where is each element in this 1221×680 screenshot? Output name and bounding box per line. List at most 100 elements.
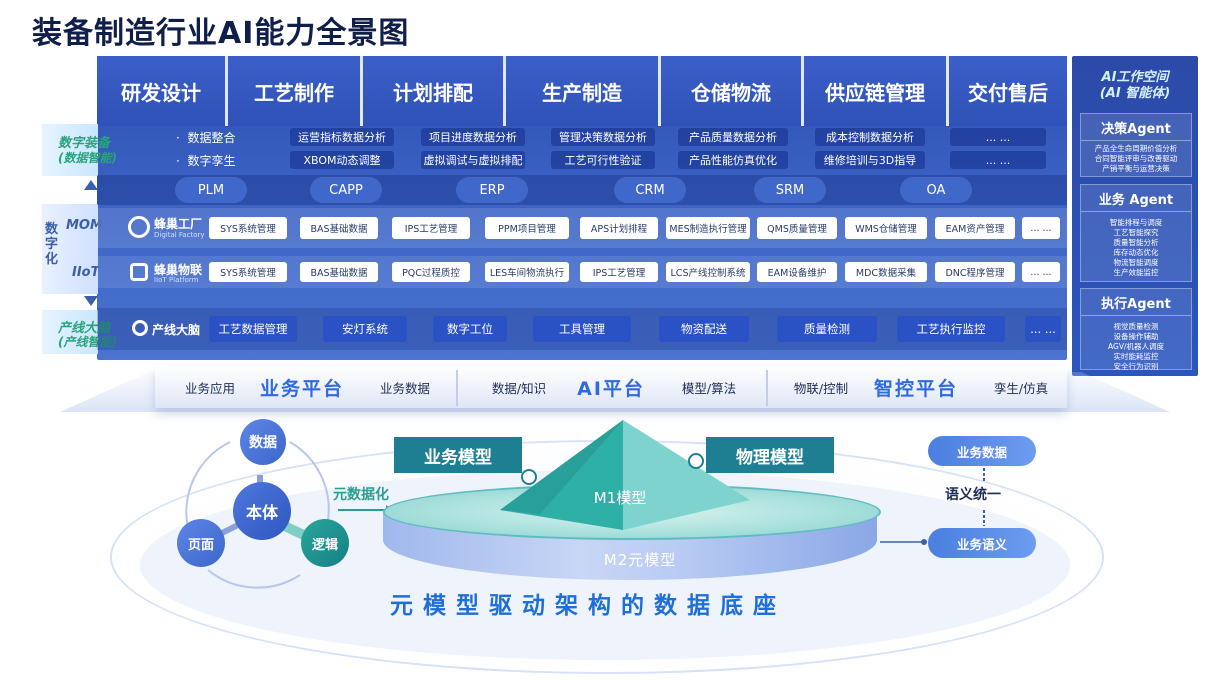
control-platform[interactable]: 智控平台 xyxy=(873,377,958,400)
brain-logo-title: 产线大脑 xyxy=(152,323,201,337)
capability-chip[interactable]: 运营指标数据分析 xyxy=(290,128,394,146)
iiot-module-chip[interactable]: DNC程序管理 xyxy=(935,262,1015,282)
mom-logo-sub: Digital Factory xyxy=(154,231,205,239)
iiot-module-chip[interactable]: PQC过程质控 xyxy=(392,262,470,282)
iiot-more-chip[interactable]: ... ... xyxy=(1022,262,1060,282)
m1-model-label: M1模型 xyxy=(593,489,647,507)
mom-side-label: MOM xyxy=(66,218,103,233)
column-supply-chain[interactable]: 供应链管理 xyxy=(804,56,949,126)
capability-chip[interactable]: ... ... xyxy=(950,128,1046,146)
ontology-page-node[interactable]: 页面 xyxy=(177,519,225,567)
iiot-module-chip[interactable]: BAS基础数据 xyxy=(300,262,378,282)
m1-pyramid xyxy=(500,420,750,530)
column-rd-design[interactable]: 研发设计 xyxy=(97,56,228,126)
agent-capability: 合同智能评审与改善驱动 xyxy=(1094,154,1178,163)
iiot-module-chip[interactable]: SYS系统管理 xyxy=(209,262,287,282)
semantic-connector xyxy=(880,539,927,545)
business-platform[interactable]: 业务平台 xyxy=(259,377,344,400)
agent-capability: 智能排程与调度 xyxy=(1109,218,1163,227)
brain-more-chip[interactable]: ... ... xyxy=(1025,316,1061,342)
platform-business-left: 业务应用 xyxy=(184,380,235,396)
system-plm[interactable]: PLM xyxy=(175,177,247,203)
system-erp[interactable]: ERP xyxy=(456,177,528,203)
mom-module-chip[interactable]: WMS仓储管理 xyxy=(845,217,927,239)
decision-agent-card[interactable]: 决策Agent 产品全生命周期价值分析 合同智能评审与改善驱动 产销平衡与运营决… xyxy=(1080,113,1192,177)
mom-module-chip[interactable]: PPM项目管理 xyxy=(485,217,569,239)
capability-chip[interactable]: 项目进度数据分析 xyxy=(421,128,525,146)
iiot-module-chip[interactable]: IPS工艺管理 xyxy=(580,262,658,282)
physical-model-anchor-icon xyxy=(688,453,704,469)
mom-module-chip[interactable]: EAM资产管理 xyxy=(935,217,1015,239)
physical-model-tag[interactable]: 物理模型 xyxy=(706,437,834,473)
agent-capability: 实时能耗监控 xyxy=(1113,352,1159,361)
agent-capability: 产销平衡与运营决策 xyxy=(1102,164,1170,173)
brain-logo-icon xyxy=(132,320,148,336)
column-production[interactable]: 生产制造 xyxy=(506,56,661,126)
capability-chip[interactable]: 维修培训与3D指导 xyxy=(815,151,925,169)
agent-capability: 库存动态优化 xyxy=(1113,248,1159,257)
ai-workspace-title: AI工作空间 xyxy=(1101,70,1169,85)
capability-chip[interactable]: 管理决策数据分析 xyxy=(551,128,655,146)
ontology-data-node[interactable]: 数据 xyxy=(240,419,286,465)
system-crm[interactable]: CRM xyxy=(614,177,686,203)
capability-chip[interactable]: 虚拟调试与虚拟排配 xyxy=(421,151,525,169)
brain-module-chip[interactable]: 物资配送 xyxy=(659,316,749,342)
business-agent-card[interactable]: 业务 Agent 智能排程与调度 工艺智能探究 质量智能分析 库存动态优化 物流… xyxy=(1080,184,1192,282)
arrow-down-icon xyxy=(84,296,98,306)
brain-module-chip[interactable]: 工艺执行监控 xyxy=(897,316,1005,342)
ai-platform[interactable]: AI平台 xyxy=(577,377,645,400)
capability-chip[interactable]: 产品质量数据分析 xyxy=(678,128,788,146)
column-warehouse[interactable]: 仓储物流 xyxy=(661,56,804,126)
mom-module-chip[interactable]: BAS基础数据 xyxy=(300,217,378,239)
arrow-up-icon xyxy=(84,180,98,190)
capability-chip[interactable]: XBOM动态调整 xyxy=(290,151,394,169)
system-capp[interactable]: CAPP xyxy=(310,177,382,203)
capability-chip[interactable]: 工艺可行性验证 xyxy=(551,151,655,169)
brain-module-chip[interactable]: 质量检测 xyxy=(777,316,877,342)
system-oa[interactable]: OA xyxy=(900,177,972,203)
column-after-sales[interactable]: 交付售后 xyxy=(949,56,1067,126)
mom-module-chip[interactable]: SYS系统管理 xyxy=(209,217,287,239)
iiot-module-chip[interactable]: LES车间物流执行 xyxy=(485,262,569,282)
mom-module-chip[interactable]: APS计划排程 xyxy=(580,217,658,239)
column-planning[interactable]: 计划排配 xyxy=(363,56,506,126)
mom-module-chip[interactable]: QMS质量管理 xyxy=(757,217,837,239)
digital-equipment-sub: (数据智能) xyxy=(58,151,117,165)
brain-module-chip[interactable]: 工艺数据管理 xyxy=(209,316,297,342)
capability-chip[interactable]: ... ... xyxy=(950,151,1046,169)
mom-module-chip[interactable]: MES制造执行管理 xyxy=(666,217,750,239)
iiot-module-chip[interactable]: LCS产线控制系统 xyxy=(666,262,750,282)
brain-module-chip[interactable]: 数字工位 xyxy=(433,316,507,342)
ontology-logic-node[interactable]: 逻辑 xyxy=(301,519,349,567)
page-title: 装备制造行业AI能力全景图 xyxy=(32,16,410,51)
business-model-tag[interactable]: 业务模型 xyxy=(394,437,522,473)
iiot-module-chip[interactable]: MDC数据采集 xyxy=(845,262,927,282)
m2-meta-model-label: M2元模型 xyxy=(603,551,677,569)
capability-chip[interactable]: 成本控制数据分析 xyxy=(815,128,925,146)
execution-agent-title: 执行Agent xyxy=(1081,293,1191,316)
metadata-label: 元数据化 xyxy=(333,487,389,503)
platform-ai-right: 模型/算法 xyxy=(681,380,737,396)
agent-capability: 质量智能分析 xyxy=(1113,238,1159,247)
system-srm[interactable]: SRM xyxy=(754,177,826,203)
platform-bar xyxy=(155,366,1067,408)
platform-control-right: 孪生/仿真 xyxy=(993,380,1049,396)
capability-chip[interactable]: 产品性能仿真优化 xyxy=(678,151,788,169)
brain-module-chip[interactable]: 安灯系统 xyxy=(323,316,407,342)
execution-agent-card[interactable]: 执行Agent 视觉质量检测 设备操作辅助 AGV/机器人调度 实时能耗监控 安… xyxy=(1080,288,1192,371)
agent-capability: 产品全生命周期价值分析 xyxy=(1094,144,1178,153)
agent-capability: 工艺智能探究 xyxy=(1113,228,1159,237)
ontology-core-node[interactable]: 本体 xyxy=(233,482,291,540)
ai-workspace-subtitle: (AI 智能体) xyxy=(1099,86,1171,101)
column-process[interactable]: 工艺制作 xyxy=(228,56,363,126)
business-data-pill[interactable]: 业务数据 xyxy=(928,436,1036,466)
agent-capability: 设备操作辅助 xyxy=(1113,332,1159,341)
mom-module-chip[interactable]: IPS工艺管理 xyxy=(392,217,470,239)
brain-module-chip[interactable]: 工具管理 xyxy=(533,316,631,342)
agent-capability: 生产效能监控 xyxy=(1113,268,1159,277)
iiot-module-chip[interactable]: EAM设备维护 xyxy=(757,262,837,282)
mom-more-chip[interactable]: ... ... xyxy=(1022,217,1060,239)
decision-agent-title: 决策Agent xyxy=(1081,118,1191,141)
business-semantics-pill[interactable]: 业务语义 xyxy=(928,528,1036,558)
digitalization-label: 数字化 xyxy=(45,222,59,267)
